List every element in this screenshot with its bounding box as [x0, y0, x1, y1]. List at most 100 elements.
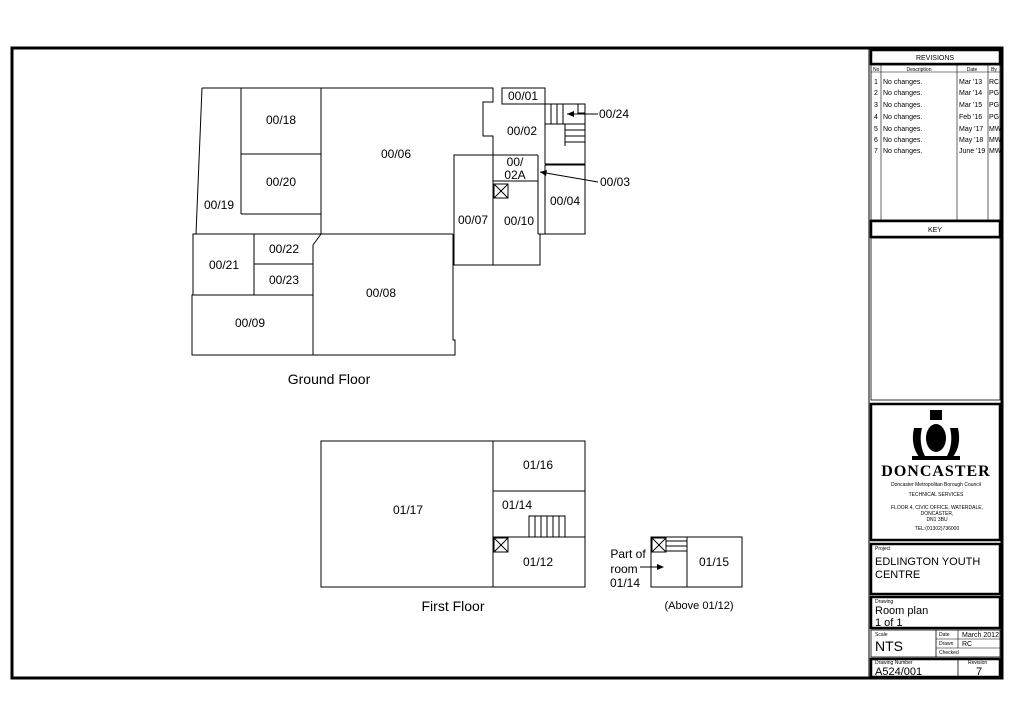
svg-text:PG: PG — [989, 90, 999, 97]
room-label: 01/14 — [502, 498, 532, 512]
svg-text:1 of 1: 1 of 1 — [875, 617, 903, 629]
ground-outline — [202, 87, 586, 266]
room-label: 00/07 — [458, 213, 488, 227]
room-label: 00/02 — [507, 124, 537, 138]
svg-text:RC: RC — [989, 79, 999, 86]
room-label: 01/17 — [393, 503, 423, 517]
above-note: (Above 01/12) — [664, 600, 733, 612]
project-name: EDLINGTON YOUTH — [875, 556, 980, 568]
room-label: 02A — [504, 168, 525, 182]
part-of-room-text: 01/14 — [610, 576, 640, 590]
room-label: 00/03 — [600, 175, 630, 189]
svg-text:May '18: May '18 — [959, 137, 983, 144]
room-label: 00/21 — [209, 258, 239, 272]
svg-text:5: 5 — [874, 126, 878, 133]
svg-text:Date: Date — [967, 67, 978, 73]
room-label: 00/09 — [235, 316, 265, 330]
svg-text:3: 3 — [874, 102, 878, 109]
svg-text:1: 1 — [874, 79, 878, 86]
svg-text:No changes.: No changes. — [883, 102, 922, 109]
room-label: 00/01 — [508, 89, 538, 103]
council-block: DONCASTER Doncaster Metropolitan Borough… — [869, 402, 1002, 542]
svg-text:Description: Description — [906, 67, 931, 73]
room-label: 01/12 — [523, 555, 553, 569]
svg-text:No changes.: No changes. — [883, 126, 922, 133]
svg-text:Project: Project — [875, 546, 891, 552]
key-title: KEY — [928, 227, 942, 234]
svg-text:2: 2 — [874, 90, 878, 97]
svg-text:MW: MW — [989, 126, 1002, 133]
ground-floor-plan — [191, 87, 599, 356]
drawing-title-box: Drawing Room plan 1 of 1 — [869, 595, 1002, 630]
svg-text:Room plan: Room plan — [875, 605, 928, 617]
svg-text:Feb '16: Feb '16 — [959, 114, 982, 121]
svg-text:4: 4 — [874, 114, 878, 121]
council-name: DONCASTER — [881, 463, 990, 480]
key-panel: KEY — [869, 219, 1002, 401]
part-of-room-text: Part of — [610, 547, 646, 561]
project-box: Project EDLINGTON YOUTH CENTRE — [869, 542, 1002, 596]
part-of-room-text: room — [610, 562, 637, 576]
room-label: 00/22 — [269, 242, 299, 256]
ground-room-labels: 00/01 00/02 00/24 00/18 00/06 00/ 02A 00… — [204, 89, 630, 330]
drawing-number-value: A524/001 — [875, 666, 922, 678]
first-floor-title: First Floor — [422, 598, 485, 614]
first-room-labels: 01/16 01/17 01/14 01/12 01/15 Part of ro… — [393, 458, 729, 590]
svg-text:Scale: Scale — [875, 632, 888, 638]
svg-text:Drawn: Drawn — [939, 641, 954, 647]
svg-text:March 2012: March 2012 — [962, 632, 999, 639]
revisions-title: REVISIONS — [916, 55, 954, 62]
room-label: 00/04 — [550, 194, 580, 208]
svg-text:TEL:(01302)736000: TEL:(01302)736000 — [915, 526, 960, 532]
svg-text:RC: RC — [962, 641, 972, 648]
svg-text:No changes.: No changes. — [883, 137, 922, 144]
svg-text:Mar '14: Mar '14 — [959, 90, 982, 97]
svg-text:TECHNICAL SERVICES: TECHNICAL SERVICES — [909, 492, 964, 498]
room-label: 00/ — [507, 155, 524, 169]
room-label: 00/20 — [266, 175, 296, 189]
svg-text:By: By — [991, 67, 997, 73]
svg-text:DONCASTER,: DONCASTER, — [921, 511, 954, 517]
svg-text:MW: MW — [989, 148, 1002, 155]
room-label: 00/23 — [269, 273, 299, 287]
scale-date-box: Scale NTS Date March 2012 Drawn RC Check… — [870, 629, 1001, 658]
room-label: 00/19 — [204, 198, 234, 212]
revisions-table: REVISIONS No Description Date By 1 No cha… — [869, 48, 1002, 221]
room-label: 00/24 — [599, 107, 629, 121]
svg-text:Doncaster Metropolitan Borough: Doncaster Metropolitan Borough Council — [891, 482, 981, 488]
svg-text:No changes.: No changes. — [883, 90, 922, 97]
svg-text:Revision: Revision — [968, 660, 987, 666]
svg-text:June '19: June '19 — [959, 148, 985, 155]
svg-text:Mar '15: Mar '15 — [959, 102, 982, 109]
svg-text:May '17: May '17 — [959, 126, 983, 133]
svg-text:7: 7 — [874, 148, 878, 155]
room-label: 01/15 — [699, 555, 729, 569]
room-label: 00/06 — [381, 147, 411, 161]
svg-text:No changes.: No changes. — [883, 114, 922, 121]
ground-floor-title: Ground Floor — [288, 371, 371, 387]
project-name: CENTRE — [875, 569, 920, 581]
svg-text:Checked: Checked — [939, 650, 959, 656]
revision-value: 7 — [976, 666, 982, 678]
svg-text:No changes.: No changes. — [883, 79, 922, 86]
svg-text:DN1 3BU: DN1 3BU — [926, 517, 948, 523]
svg-text:No changes.: No changes. — [883, 148, 922, 155]
scale-value: NTS — [875, 638, 903, 654]
room-label: 00/18 — [266, 113, 296, 127]
svg-text:6: 6 — [874, 137, 878, 144]
room-label: 01/16 — [523, 458, 553, 472]
svg-text:PG: PG — [989, 102, 999, 109]
first-floor-plan — [320, 440, 743, 588]
crest-icon — [912, 410, 960, 460]
svg-text:PG: PG — [989, 114, 999, 121]
svg-text:Drawing: Drawing — [875, 599, 894, 605]
drawing-border — [10, 46, 1004, 680]
svg-text:MW: MW — [989, 137, 1002, 144]
svg-text:Mar '13: Mar '13 — [959, 79, 982, 86]
svg-text:FLOOR 4, CIVIC OFFICE, WATERDA: FLOOR 4, CIVIC OFFICE, WATERDALE, — [891, 505, 983, 511]
drawing-number-box: Drawing Number A524/001 Revision 7 — [869, 657, 1002, 679]
svg-text:Date: Date — [939, 632, 950, 638]
svg-text:No: No — [873, 67, 880, 73]
ground-outline-left — [191, 87, 456, 356]
